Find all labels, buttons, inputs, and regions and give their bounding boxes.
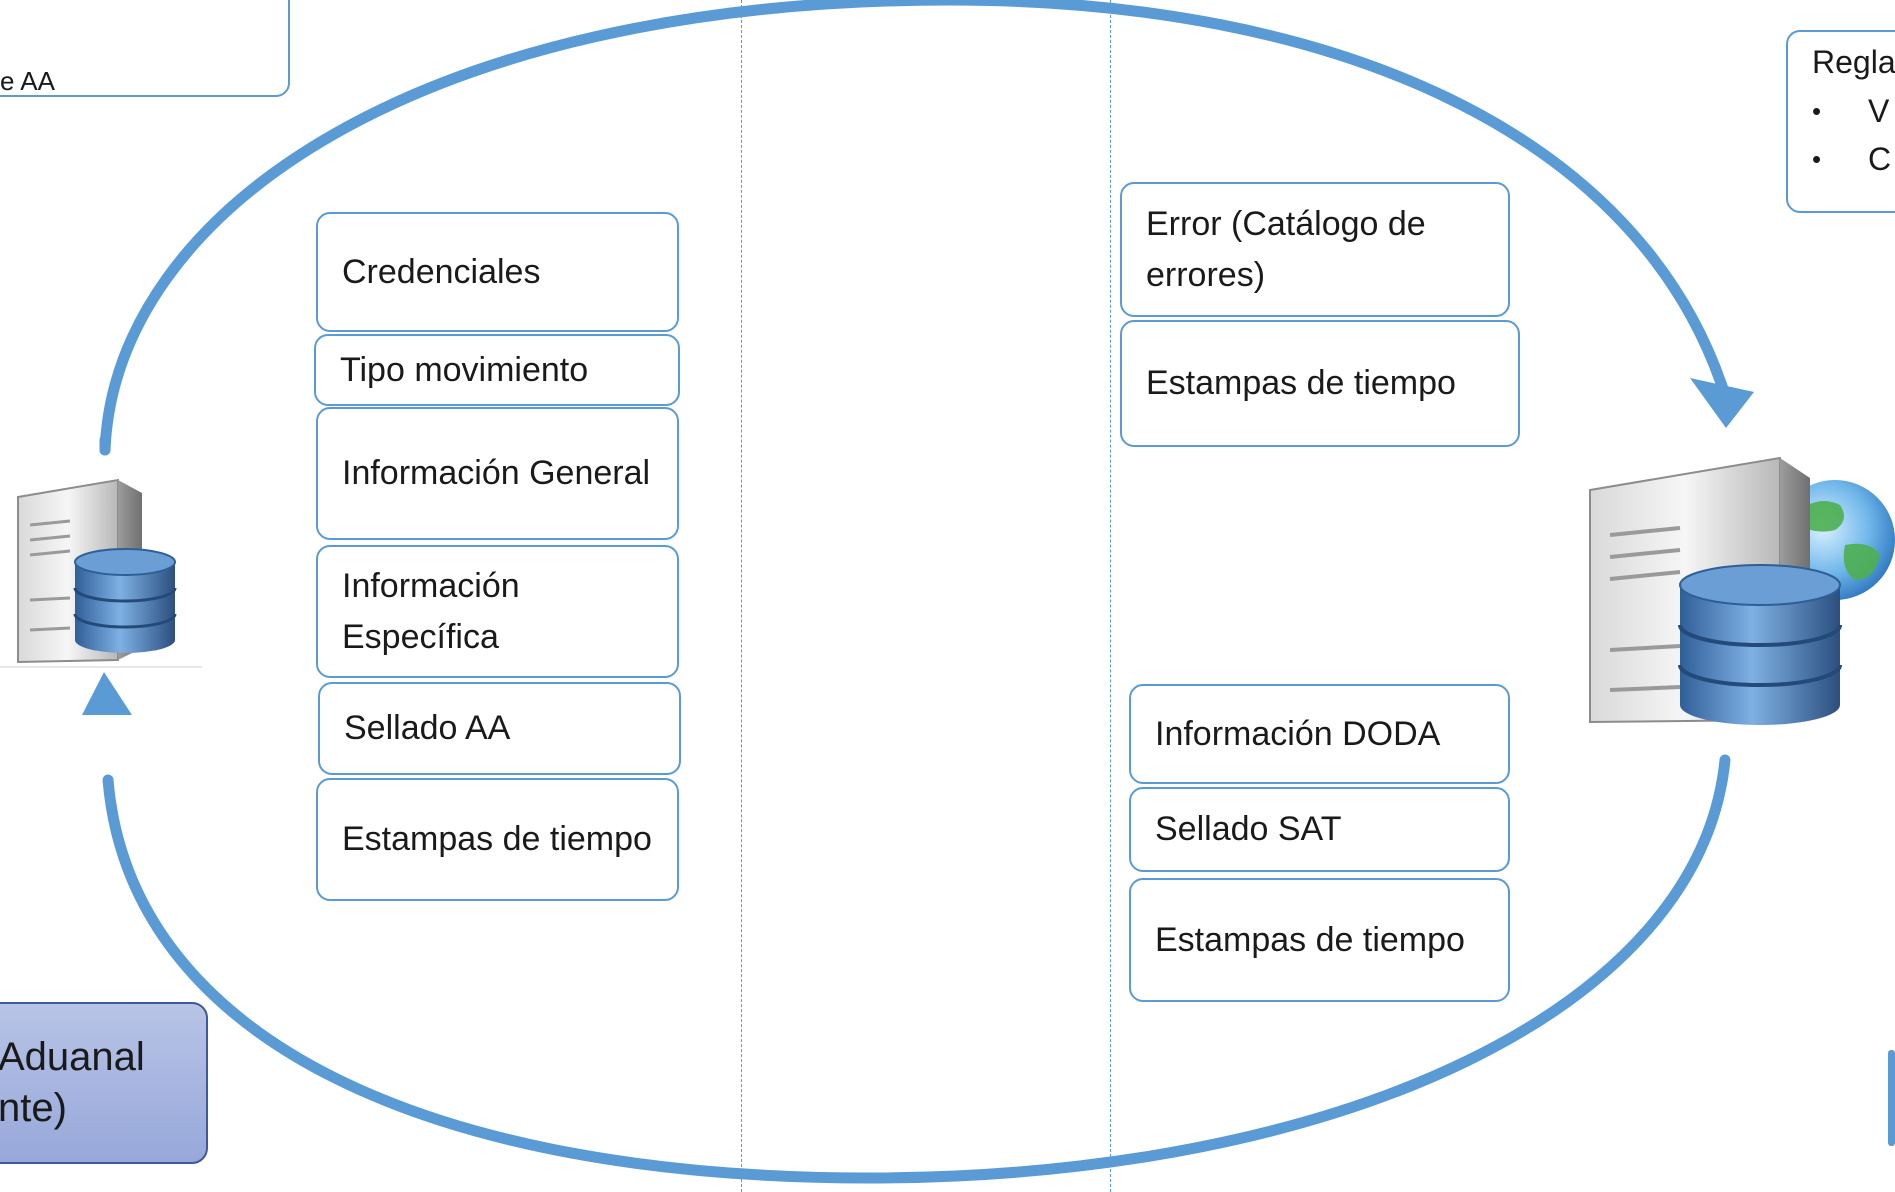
arrowhead-right [1690, 378, 1754, 428]
rules-item: • C [1812, 135, 1895, 183]
field-error-catalogo: Error (Catálogo de errores) [1120, 182, 1510, 317]
bullet-icon: • [1812, 95, 1822, 126]
cropped-edge-element [1888, 1050, 1895, 1146]
column-divider-left [741, 0, 742, 1192]
column-divider-right [1110, 0, 1111, 1192]
rules-title: Regla [1812, 44, 1895, 80]
database-server-icon [0, 478, 202, 668]
field-informacion-especifica: Información Específica [316, 545, 679, 678]
rules-list: • V • C [1812, 87, 1895, 183]
actor-line-1: Aduanal [0, 1035, 145, 1079]
field-tipo-movimiento: Tipo movimiento [314, 334, 680, 406]
top-left-note-box [0, 0, 290, 97]
field-estampas-de-tiempo-success: Estampas de tiempo [1129, 878, 1510, 1002]
top-left-note-text: e AA [0, 66, 55, 96]
actor-line-2: nte) [0, 1086, 67, 1131]
bullet-icon: • [1812, 143, 1822, 174]
field-credenciales: Credenciales [316, 212, 679, 332]
rules-item-text: V [1868, 93, 1890, 129]
top-flow-arc [99, 0, 1731, 456]
field-informacion-doda: Información DODA [1129, 684, 1510, 784]
field-informacion-general: Información General [316, 407, 679, 540]
field-estampas-de-tiempo-request: Estampas de tiempo [316, 778, 679, 901]
rules-item-text: C [1868, 141, 1892, 177]
web-database-server-icon [1589, 456, 1895, 725]
rules-item: • V [1812, 87, 1895, 135]
field-sellado-sat: Sellado SAT [1129, 787, 1510, 872]
bottom-flow-arc [102, 754, 1731, 1184]
actor-box: Aduanal nte) [0, 1002, 208, 1164]
field-sellado-aa: Sellado AA [318, 682, 681, 775]
arrowhead-left [82, 672, 132, 715]
rules-box: Regla • V • C [1786, 30, 1895, 213]
field-estampas-de-tiempo-error: Estampas de tiempo [1120, 320, 1520, 447]
